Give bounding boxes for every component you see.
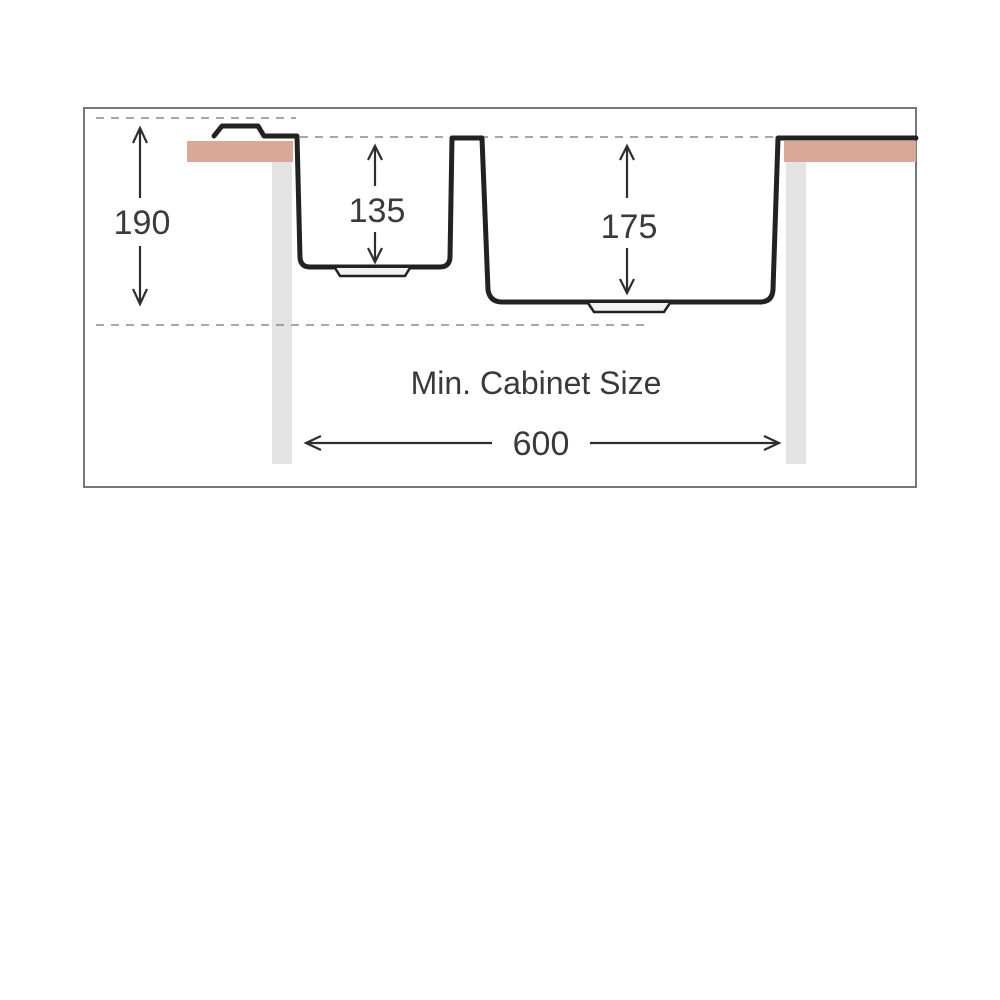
sink-outline [211, 123, 919, 305]
min-cabinet-size-caption: Min. Cabinet Size [411, 365, 662, 401]
cabinet-wall-right [786, 160, 806, 464]
small-bowl-drain [333, 267, 412, 278]
cabinet-wall-left [272, 158, 292, 464]
large-bowl-depth-label: 175 [601, 208, 658, 246]
large-bowl-depth-arrow [619, 143, 635, 296]
countertop-right [784, 141, 916, 162]
countertop-left [187, 141, 293, 162]
cabinet-width-arrow [303, 435, 782, 451]
overall-depth-label: 190 [114, 204, 171, 242]
cabinet-width-label: 600 [513, 425, 570, 463]
large-bowl-drain [586, 302, 672, 314]
small-bowl-depth-arrow [367, 143, 383, 265]
overall-depth-arrow [132, 125, 148, 307]
small-bowl-depth-label: 135 [349, 192, 406, 230]
